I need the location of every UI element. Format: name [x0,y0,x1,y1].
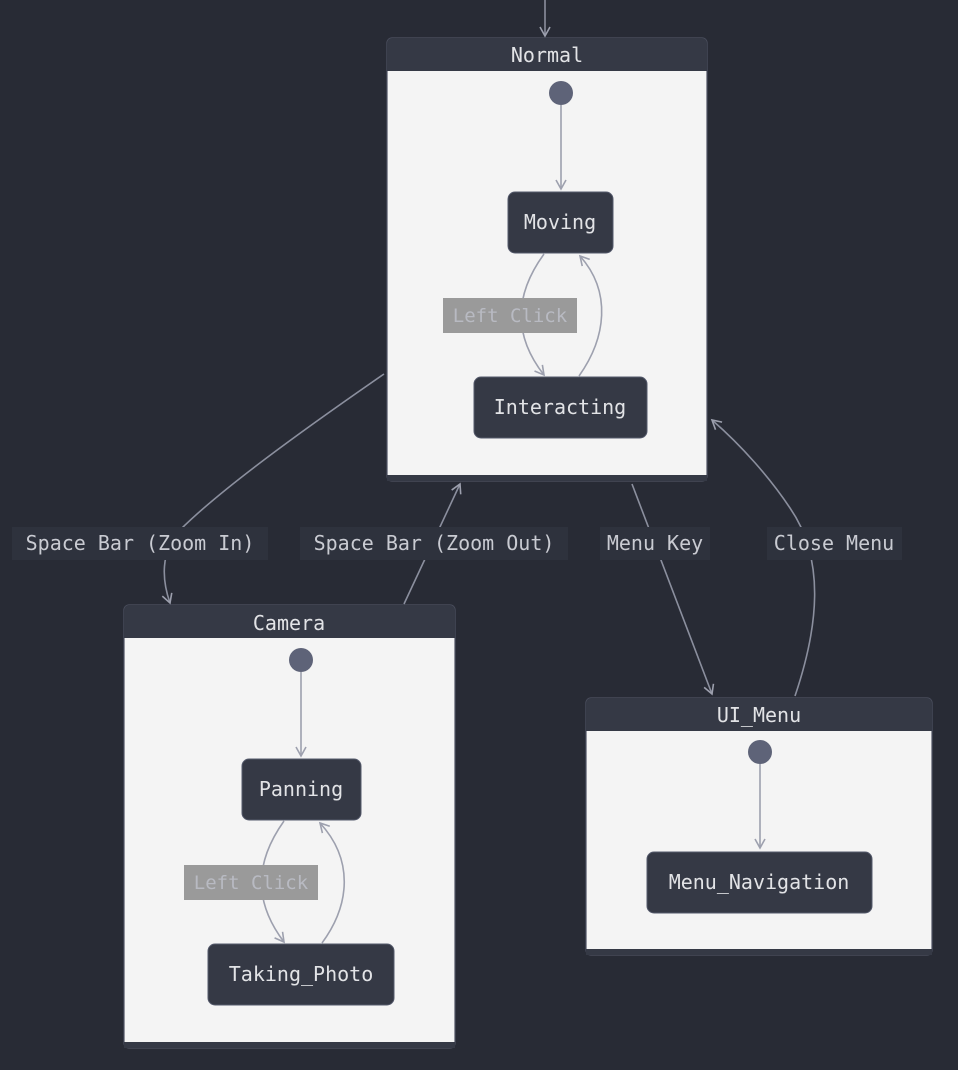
edge-close-menu [710,418,816,697]
camera-left-click-label: Left Click [194,872,309,894]
svg-text:Space Bar (Zoom Out): Space Bar (Zoom Out) [314,531,555,555]
svg-text:Space Bar (Zoom In): Space Bar (Zoom In) [26,531,255,555]
state-moving-label: Moving [524,210,596,234]
state-interacting-label: Interacting [494,395,626,419]
camera-state-title: Camera [253,611,325,635]
edge-zoom-in [161,373,385,605]
camera-start-dot [289,648,313,672]
normal-state: Normal Moving Left Click Interacting [386,37,708,482]
label-zoom-out: Space Bar (Zoom Out) [300,527,568,560]
label-zoom-in: Space Bar (Zoom In) [12,527,268,560]
normal-left-click-label: Left Click [453,305,568,327]
state-interacting[interactable]: Interacting [473,376,648,439]
label-menu-key: Menu Key [600,527,710,560]
state-taking-photo-label: Taking_Photo [229,962,374,986]
normal-start-dot [549,81,573,105]
state-menu-navigation[interactable]: Menu_Navigation [646,851,873,914]
state-panning-label: Panning [259,777,343,801]
svg-text:Close Menu: Close Menu [774,531,894,555]
camera-state: Camera Panning Left Click Taking_Photo [123,604,456,1049]
edge-taking-photo-to-panning [318,821,346,944]
state-moving[interactable]: Moving [507,191,614,254]
state-taking-photo[interactable]: Taking_Photo [207,943,395,1006]
ui-menu-state-title: UI_Menu [717,703,801,727]
state-menu-navigation-label: Menu_Navigation [669,870,850,894]
svg-text:Menu Key: Menu Key [607,531,703,555]
state-panning[interactable]: Panning [241,758,362,821]
ui-menu-start-dot [748,740,772,764]
edge-menu-key [631,483,715,696]
edge-interacting-to-moving [578,254,603,377]
label-close-menu: Close Menu [767,527,902,560]
ui-menu-state: UI_Menu Menu_Navigation [585,697,933,956]
normal-state-title: Normal [511,43,583,67]
